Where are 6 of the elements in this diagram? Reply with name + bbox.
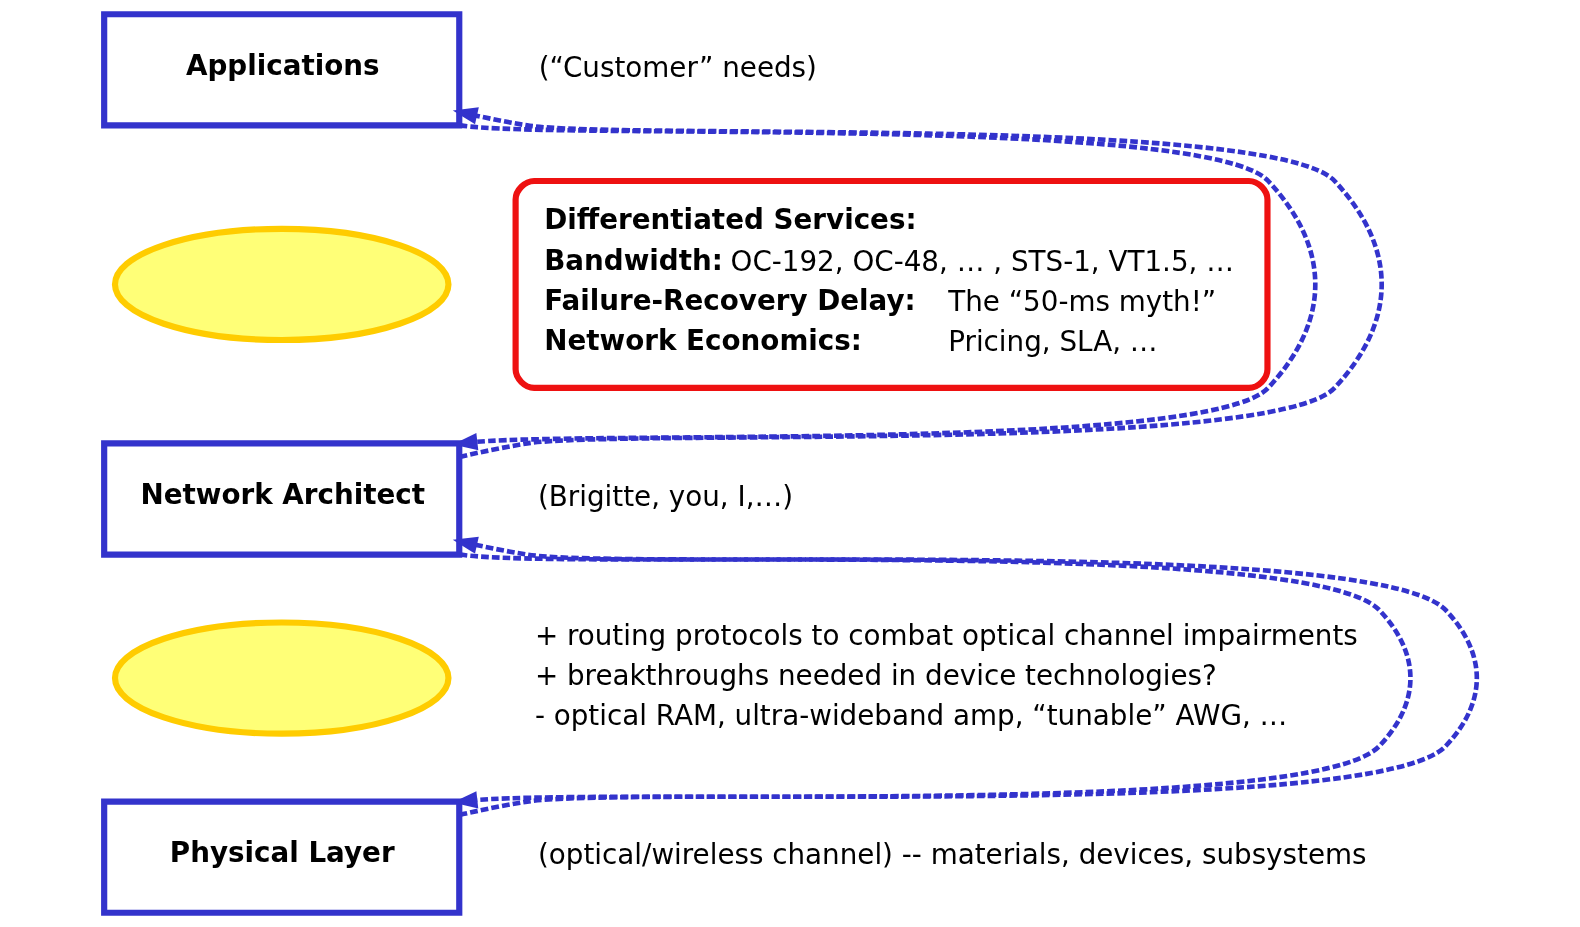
- node-label: (“Customer” needs): [538, 50, 817, 84]
- label: + routing protocols to combat optical channel impairments: [534, 618, 1358, 652]
- node-label: (optical/wireless channel) -- materials, devices, subsystems: [537, 837, 1367, 871]
- label: - optical RAM, ultra-wideband amp, “tunable” AWG, …: [534, 699, 1287, 733]
- label: + breakthroughs needed in device technologies?: [534, 658, 1217, 692]
- node-label: (Brigitte, you, I,…): [537, 479, 793, 513]
